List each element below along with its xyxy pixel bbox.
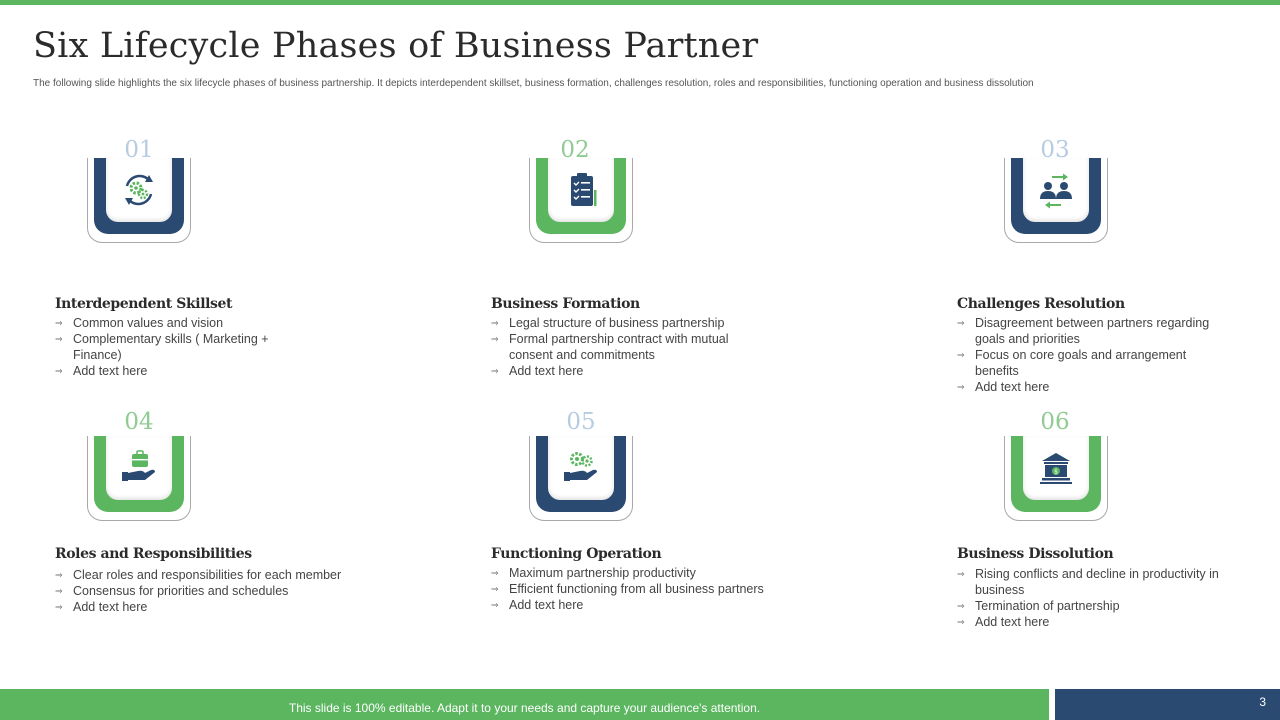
bullet-item: ⇒Add text here — [55, 364, 148, 378]
bullet-item: ⇒Add text here — [957, 380, 1050, 394]
phase-card-02: 02 Business Formation ⇒Legal structure o… — [491, 136, 851, 396]
top-accent-bar — [0, 0, 1280, 5]
bullet-item: ⇒Focus on core goals and arrangement — [957, 348, 1187, 362]
bullet-arrow-icon: ⇒ — [957, 318, 965, 328]
page-number: 3 — [1259, 695, 1266, 709]
icon-holder: $ — [1004, 436, 1108, 521]
icon-cup — [536, 436, 626, 512]
bullet-item: ⇒Maximum partnership productivity — [491, 566, 696, 580]
phase-card-05: 05 Functioning Operation ⇒Maximum partne… — [491, 408, 851, 668]
bullet-arrow-icon: ⇒ — [55, 334, 63, 344]
bullet-item-continued: business — [975, 583, 1025, 597]
phase-number: 04 — [124, 409, 154, 435]
icon-holder — [87, 436, 191, 521]
slide-title: Six Lifecycle Phases of Business Partner — [33, 26, 759, 66]
gears-cycle-icon — [106, 158, 172, 222]
bullet-arrow-icon: ⇒ — [491, 600, 499, 610]
phase-bullets: ⇒Legal structure of business partnership… — [491, 315, 811, 379]
phase-bullets: ⇒Maximum partnership productivity ⇒Effic… — [491, 565, 821, 613]
bullet-item: ⇒Common values and vision — [55, 316, 224, 330]
bullet-item: ⇒Add text here — [55, 600, 148, 614]
phase-number: 05 — [566, 409, 596, 435]
bank-building-icon: $ — [1023, 436, 1089, 500]
footer-page-block: 3 — [1055, 689, 1280, 720]
icon-cup — [536, 158, 626, 234]
footer-banner: This slide is 100% editable. Adapt it to… — [0, 689, 1049, 720]
bullet-item: ⇒Termination of partnership — [957, 599, 1120, 613]
clipboard-checklist-icon — [548, 158, 614, 222]
bullet-item-continued: goals and priorities — [975, 332, 1080, 346]
bullet-arrow-icon: ⇒ — [957, 382, 965, 392]
icon-cup — [94, 436, 184, 512]
phase-heading: Business Dissolution — [957, 546, 1114, 562]
partners-exchange-icon — [1023, 158, 1089, 222]
bullet-item-continued: consent and commitments — [509, 348, 655, 362]
bullet-arrow-icon: ⇒ — [491, 334, 499, 344]
icon-cup — [1011, 158, 1101, 234]
phase-card-06: 06 $ Business Dissolution ⇒Rising confli… — [957, 408, 1257, 668]
icon-holder — [87, 158, 191, 243]
bullet-arrow-icon: ⇒ — [491, 584, 499, 594]
svg-text:$: $ — [1054, 469, 1058, 476]
phase-card-04: 04 Roles and Responsibilities ⇒Clear rol… — [55, 408, 415, 668]
bullet-arrow-icon: ⇒ — [491, 568, 499, 578]
phase-heading: Roles and Responsibilities — [55, 546, 252, 562]
gears-hand-icon — [548, 436, 614, 500]
phase-bullets: ⇒Disagreement between partners regarding… — [957, 315, 1247, 395]
bullet-item: ⇒Formal partnership contract with mutual — [491, 332, 729, 346]
icon-cup — [94, 158, 184, 234]
bullet-item: ⇒Rising conflicts and decline in product… — [957, 567, 1219, 581]
phase-card-03: 03 Challenges Resolution ⇒Disagreement b… — [957, 136, 1257, 396]
bullet-item: ⇒Add text here — [491, 598, 584, 612]
bullet-arrow-icon: ⇒ — [55, 318, 63, 328]
phase-bullets: ⇒Clear roles and responsibilities for ea… — [55, 567, 385, 615]
bullet-item-continued: Finance) — [73, 348, 122, 362]
bullet-arrow-icon: ⇒ — [55, 366, 63, 376]
bullet-arrow-icon: ⇒ — [957, 569, 965, 579]
phase-heading: Business Formation — [491, 296, 640, 312]
bullet-arrow-icon: ⇒ — [55, 570, 63, 580]
icon-holder — [529, 158, 633, 243]
icon-holder — [529, 436, 633, 521]
phase-heading: Functioning Operation — [491, 546, 662, 562]
icon-cup: $ — [1011, 436, 1101, 512]
phase-card-01: 01 Interdependent Skillset ⇒Common value… — [55, 136, 415, 396]
phase-heading: Challenges Resolution — [957, 296, 1125, 312]
phase-bullets: ⇒Common values and vision ⇒Complementary… — [55, 315, 355, 379]
bullet-item: ⇒Legal structure of business partnership — [491, 316, 725, 330]
phase-heading: Interdependent Skillset — [55, 296, 233, 312]
footer-text: This slide is 100% editable. Adapt it to… — [288, 701, 761, 715]
phase-bullets: ⇒Rising conflicts and decline in product… — [957, 566, 1247, 630]
bullet-arrow-icon: ⇒ — [957, 617, 965, 627]
bullet-item: ⇒Complementary skills ( Marketing + — [55, 332, 269, 346]
bullet-arrow-icon: ⇒ — [957, 601, 965, 611]
icon-holder — [1004, 158, 1108, 243]
bullet-item-continued: benefits — [975, 364, 1019, 378]
slide-subtitle: The following slide highlights the six l… — [33, 78, 1034, 89]
bullet-item: ⇒Clear roles and responsibilities for ea… — [55, 568, 342, 582]
phase-number: 06 — [1040, 409, 1070, 435]
bullet-item: ⇒Add text here — [491, 364, 584, 378]
bullet-arrow-icon: ⇒ — [491, 366, 499, 376]
bullet-item: ⇒Efficient functioning from all business… — [491, 582, 764, 596]
bullet-arrow-icon: ⇒ — [55, 602, 63, 612]
bullet-arrow-icon: ⇒ — [55, 586, 63, 596]
bullet-item: ⇒Disagreement between partners regarding — [957, 316, 1210, 330]
bullet-item: ⇒Add text here — [957, 615, 1050, 629]
briefcase-hand-icon — [106, 436, 172, 500]
bullet-arrow-icon: ⇒ — [491, 318, 499, 328]
bullet-item: ⇒Consensus for priorities and schedules — [55, 584, 289, 598]
bullet-arrow-icon: ⇒ — [957, 350, 965, 360]
